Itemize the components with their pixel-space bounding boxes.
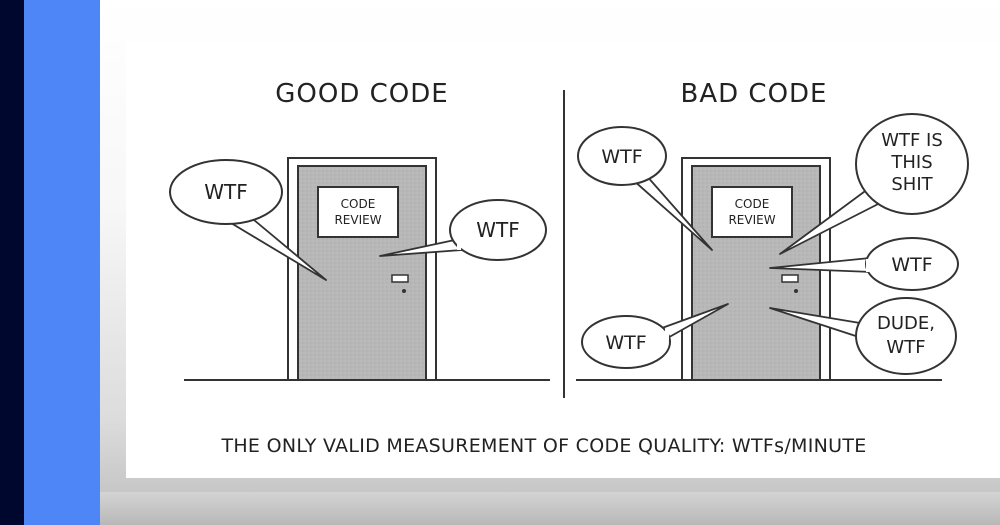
left-bubble-1-text: WTF	[204, 180, 248, 204]
comic-illustration: GOOD CODE BAD CODE CODE REVIEW CODE REVI…	[169, 79, 969, 457]
right-speech-bubble-bottom-left: WTF	[581, 303, 729, 369]
right-speech-bubble-bottom-right: DUDE, WTF	[769, 297, 957, 375]
right-bubble-top-left-text: WTF	[601, 146, 642, 168]
right-door-sign	[711, 186, 793, 238]
bottom-band	[100, 492, 1000, 525]
comic-panel: GOOD CODE BAD CODE CODE REVIEW CODE REVI…	[126, 42, 1000, 478]
good-code-title: GOOD CODE	[275, 79, 448, 109]
bad-code-title: BAD CODE	[681, 79, 828, 109]
right-bubble-bottom-left-text: WTF	[605, 332, 646, 354]
left-speech-bubble-2: WTF	[379, 199, 547, 261]
left-dark-strip	[0, 0, 24, 525]
right-bubble-bottom-right-line1: DUDE,	[877, 313, 935, 334]
left-door: CODE REVIEW	[287, 157, 437, 381]
right-door-handle	[781, 274, 799, 283]
comic-caption: THE ONLY VALID MEASUREMENT OF CODE QUALI…	[220, 435, 866, 457]
left-door-sign-line2: REVIEW	[334, 213, 381, 227]
right-bubble-top-right-line2: THIS	[890, 152, 932, 173]
right-speech-bubble-top-left: WTF	[577, 126, 713, 251]
right-speech-bubble-top-right: WTF IS THIS SHIT	[779, 113, 969, 255]
right-bubble-middle-right-text: WTF	[891, 254, 932, 276]
right-bubble-top-right-line1: WTF IS	[881, 130, 943, 151]
right-speech-bubble-middle-right: WTF	[769, 237, 959, 291]
left-bubble-2-text: WTF	[476, 218, 520, 242]
left-door-sign-line1: CODE	[341, 197, 376, 211]
right-door: CODE REVIEW	[681, 157, 831, 381]
left-door-keyhole	[402, 289, 406, 293]
right-door-sign-line2: REVIEW	[728, 213, 775, 227]
right-bubble-bottom-right-line2: WTF	[886, 337, 925, 358]
left-door-handle	[391, 274, 409, 283]
right-bubble-top-right-line3: SHIT	[891, 174, 933, 195]
right-door-sign-line1: CODE	[735, 197, 770, 211]
left-door-sign	[317, 186, 399, 238]
left-speech-bubble-1: WTF	[169, 159, 327, 281]
blue-side-bar	[24, 0, 100, 525]
right-door-keyhole	[794, 289, 798, 293]
